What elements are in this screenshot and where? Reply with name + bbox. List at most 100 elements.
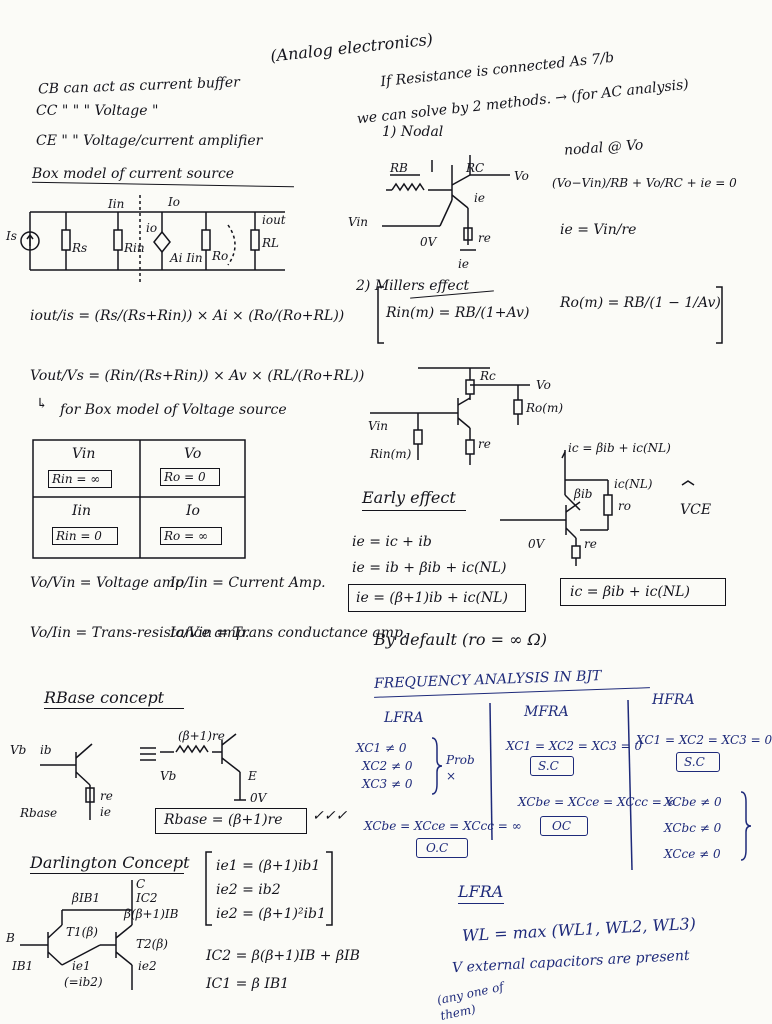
miller-heading: 2) Millers effect — [356, 278, 470, 294]
label-iout: iout — [262, 213, 286, 227]
rbase-equation: Rbase = (β+1)re — [164, 812, 283, 828]
early-icnl: ic(NL) — [614, 477, 653, 491]
label-rin: Rin — [124, 241, 145, 255]
rbase-e: E — [248, 769, 257, 783]
label-rs: Rs — [72, 241, 88, 255]
c2-rc: Rc — [480, 369, 496, 383]
mfra-top: XC1 = XC2 = XC3 = 0 — [506, 739, 643, 753]
c1-rb: RB — [390, 161, 408, 175]
arrow-glyph: ↳ — [36, 396, 48, 412]
label-rl: RL — [262, 236, 280, 250]
darl-eq-ib2: (=ib2) — [64, 975, 103, 989]
equation-voltage-gain: Vout/Vs = (Rin/(Rs+Rin)) × Av × (RL/(Ro+… — [30, 368, 365, 384]
label-io: io — [146, 221, 158, 235]
col-lfra: LFRA — [384, 710, 424, 726]
label-io-top: Io — [168, 195, 180, 209]
c2-vo: Vo — [536, 378, 551, 392]
miller-circuit — [370, 367, 530, 465]
ratio-transresistance: Vo/Iin = Trans-resistance amp. — [30, 625, 250, 641]
nodal-circuit — [382, 155, 510, 251]
lfra-xc3: XC3 ≠ 0 — [362, 777, 413, 791]
table-val-rin-0: Rin = 0 — [56, 529, 102, 543]
rbase-transistor-2 — [160, 733, 246, 801]
hfra-xcbc: XCbc ≠ 0 — [664, 821, 722, 835]
rbase-0v: 0V — [250, 791, 267, 805]
c1-vin: Vin — [348, 215, 369, 229]
ratio-voltage-amp: Vo/Vin = Voltage amp — [30, 575, 184, 591]
darlington-heading: Darlington Concept — [30, 853, 190, 872]
eq-ie-2: ie = ib + βib + ic(NL) — [352, 560, 507, 576]
hfra-sc: S.C — [684, 755, 705, 769]
c1-ie2: ie — [458, 257, 469, 271]
equation-current-gain: iout/is = (Rs/(Rs+Rin)) × Ai × (Ro/(Ro+R… — [30, 308, 345, 324]
hfra-xcbe: XCbe ≠ 0 — [664, 795, 722, 809]
lfra2-heading: LFRA — [458, 882, 504, 901]
darl-eq-1: ie1 = (β+1)ib1 — [216, 858, 321, 874]
hfra-top: XC1 = XC2 = XC3 = 0 — [636, 733, 772, 747]
darl-ic1-eq: IC1 = β IB1 — [206, 976, 290, 992]
col-hfra: HFRA — [652, 692, 695, 708]
miller-bracket — [377, 286, 723, 344]
source-table-grid — [32, 439, 246, 559]
early-heading: Early effect — [362, 488, 456, 507]
darlington-circuit — [20, 880, 133, 990]
label-ro: Ro — [212, 249, 229, 263]
eq-ic: ic = βib + ic(NL) — [570, 584, 690, 600]
c1-ie: ie — [474, 191, 485, 205]
rbase-ib: ib — [40, 743, 52, 757]
eq-ie-3: ie = (β+1)ib + ic(NL) — [356, 590, 508, 606]
darl-t2: T2(β) — [136, 937, 168, 951]
early-ro: ro — [618, 499, 631, 513]
c2-rom: Ro(m) — [526, 401, 564, 415]
early-0v: 0V — [528, 537, 545, 551]
darl-t1: T1(β) — [66, 925, 98, 939]
ie-equation: ie = Vin/re — [560, 222, 637, 238]
check-marks: ✓✓✓ — [312, 808, 348, 824]
rbase-rbase: Rbase — [20, 806, 58, 820]
hfra-xcce: XCce ≠ 0 — [664, 847, 721, 861]
lfra-xc1: XC1 ≠ 0 — [356, 741, 407, 755]
current-source-circuit — [20, 195, 285, 285]
darl-ib1: IB1 — [12, 959, 34, 973]
rbase-transistor-1 — [40, 743, 95, 820]
table-val-rin-inf: Rin = ∞ — [52, 472, 101, 486]
c1-re: re — [478, 231, 491, 245]
rbase-vb: Vb — [10, 743, 27, 757]
note-ce: CE " " Voltage/current amplifier — [36, 133, 263, 149]
lfra-xc2: XC2 ≠ 0 — [362, 759, 413, 773]
c1-rc: RC — [466, 161, 485, 175]
mfra-sc: S.C — [538, 759, 559, 773]
rbase-heading: RBase concept — [44, 688, 165, 707]
darl-c: C — [136, 877, 146, 891]
c2-re: re — [478, 437, 491, 451]
darl-ie2: ie2 — [138, 959, 157, 973]
table-head-vin: Vin — [72, 446, 96, 462]
rbase-re: re — [100, 789, 113, 803]
early-ic-label: ic = βib + ic(NL) — [568, 441, 671, 455]
early-vce: VCE — [680, 502, 712, 518]
nodal-heading: 1) Nodal — [382, 124, 444, 140]
ratio-transconductance: Io/Vin = Trans conductance amp. — [170, 625, 408, 641]
lfra-prob: Prob × — [446, 753, 475, 783]
col-mfra: MFRA — [524, 704, 569, 720]
lfra-oc: O.C — [426, 841, 449, 855]
rbase-vb2: Vb — [160, 769, 177, 783]
nodal-equation: (Vo−Vin)/RB + Vo/RC + ie = 0 — [552, 176, 737, 190]
ratio-current-amp: Io/Iin = Current Amp. — [170, 575, 326, 591]
label-is: Is — [6, 229, 17, 243]
table-head-vo: Vo — [184, 446, 202, 462]
c1-vo: Vo — [514, 169, 529, 183]
default-ro: By default (ro = ∞ Ω) — [374, 630, 548, 649]
early-effect-circuit — [500, 450, 695, 566]
darl-ie1: ie1 — [72, 959, 91, 973]
darl-b: B — [6, 931, 15, 945]
table-head-io: Io — [186, 503, 200, 519]
lfra-bottom: XCbe = XCce = XCcc = ∞ — [364, 819, 522, 833]
table-val-ro-0: Ro = 0 — [164, 470, 206, 484]
miller-ro: Ro(m) = RB/(1 − 1/Av) — [560, 295, 721, 311]
rbase-beta-re: (β+1)re — [178, 729, 225, 743]
darl-eq-2: ie2 = ib2 — [216, 882, 281, 898]
c1-0v: 0V — [420, 235, 437, 249]
note-cc: CC " " " Voltage " — [36, 103, 159, 119]
